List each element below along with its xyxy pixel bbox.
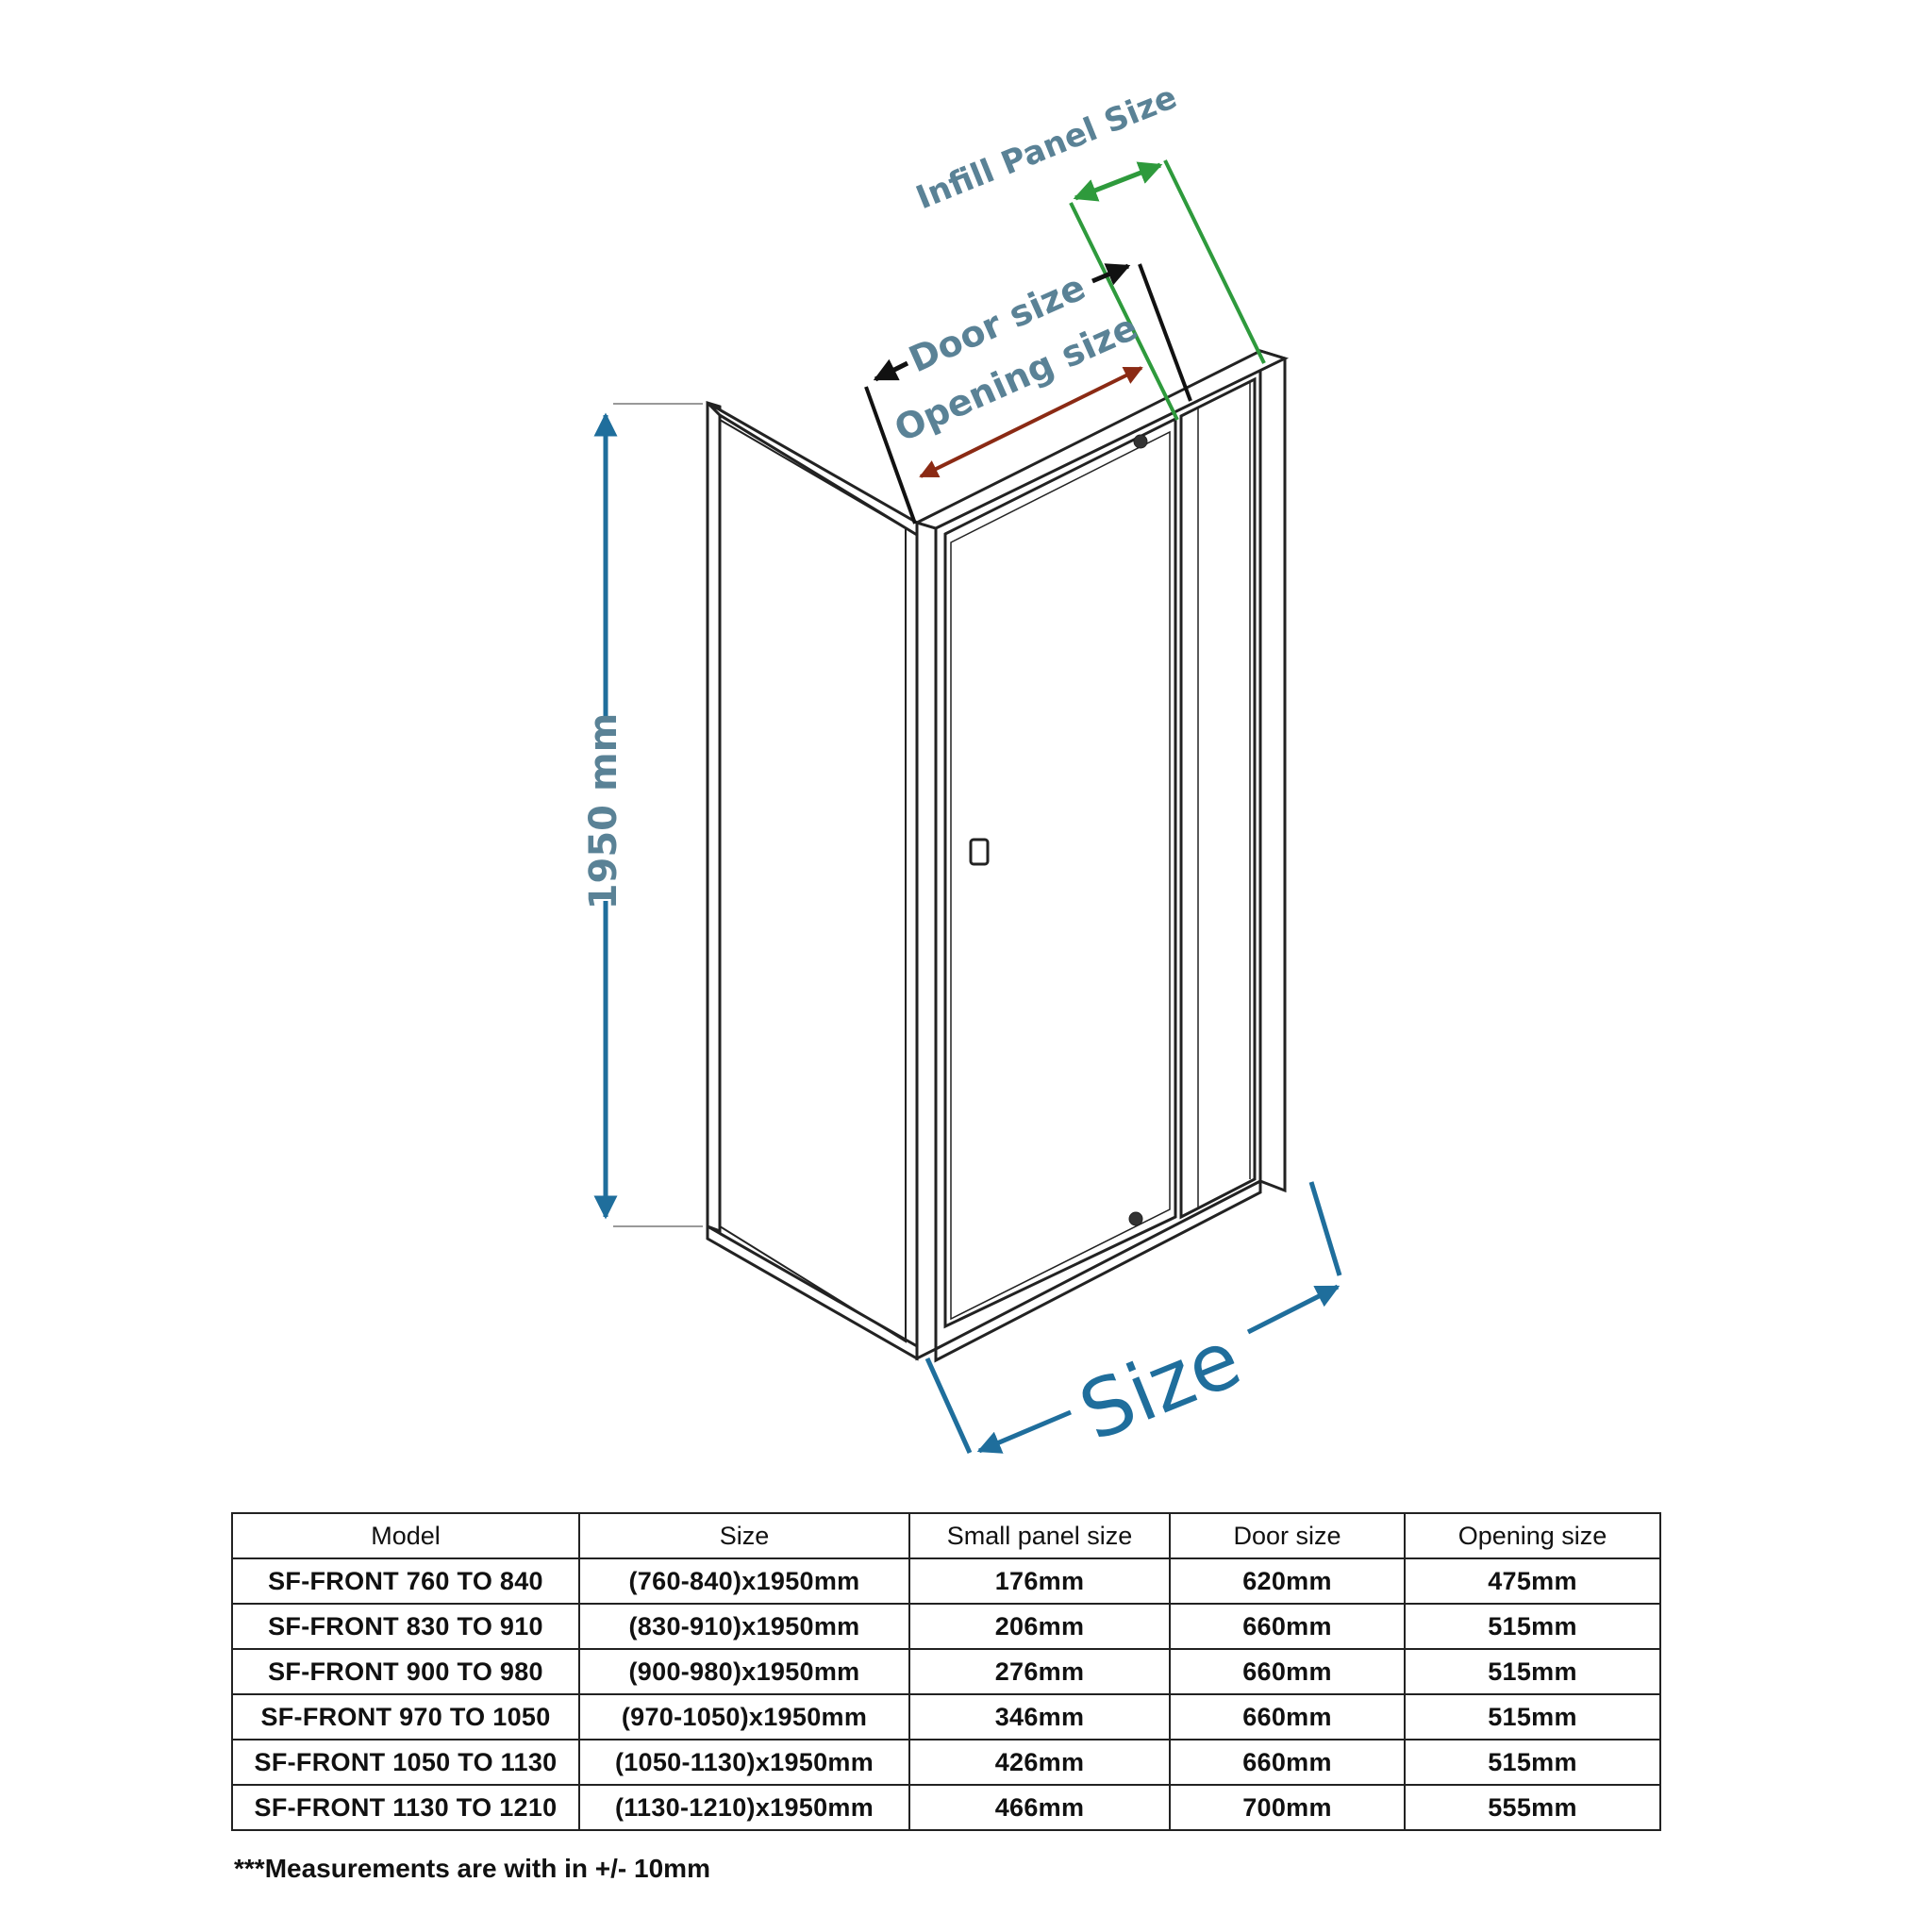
opening-size-cell: 515mm — [1404, 1648, 1661, 1695]
opening-size-cell: 515mm — [1404, 1693, 1661, 1740]
measurement-tolerance-note: ***Measurements are with in +/- 10mm — [234, 1854, 710, 1883]
door-size-cell: 660mm — [1169, 1603, 1406, 1650]
infill-panel — [1179, 376, 1257, 1220]
shower-enclosure-diagram: 1950 mm Size Infill Panel Size Door size… — [582, 78, 1342, 1458]
opening-size-cell: 555mm — [1404, 1784, 1661, 1831]
table-row: SF-FRONT 760 TO 840 (760-840)x1950mm 176… — [231, 1557, 1661, 1605]
table-row: SF-FRONT 830 TO 910 (830-910)x1950mm 206… — [231, 1603, 1661, 1650]
table-header-row: Model Size Small panel size Door size Op… — [231, 1512, 1661, 1559]
small-panel-cell: 346mm — [908, 1693, 1171, 1740]
height-label: 1950 mm — [582, 713, 625, 910]
side-panel — [706, 400, 919, 1361]
col-small-panel-header: Small panel size — [908, 1512, 1171, 1559]
door-size-cell: 620mm — [1169, 1557, 1406, 1605]
col-size-header: Size — [578, 1512, 910, 1559]
table-row: SF-FRONT 1130 TO 1210 (1130-1210)x1950mm… — [231, 1784, 1661, 1831]
hinge-bottom-icon — [1128, 1211, 1143, 1226]
small-panel-cell: 426mm — [908, 1739, 1171, 1786]
col-door-size-header: Door size — [1169, 1512, 1406, 1559]
opening-size-cell: 475mm — [1404, 1557, 1661, 1605]
col-model-header: Model — [231, 1512, 580, 1559]
door-size-cell: 660mm — [1169, 1648, 1406, 1695]
size-cell: (760-840)x1950mm — [578, 1557, 910, 1605]
model-cell: SF-FRONT 970 TO 1050 — [231, 1693, 580, 1740]
small-panel-cell: 176mm — [908, 1557, 1171, 1605]
door-size-cell: 660mm — [1169, 1693, 1406, 1740]
size-cell: (1130-1210)x1950mm — [578, 1784, 910, 1831]
small-panel-cell: 276mm — [908, 1648, 1171, 1695]
infill-panel-size-label: Infill Panel Size — [911, 78, 1182, 217]
model-cell: SF-FRONT 1050 TO 1130 — [231, 1739, 580, 1786]
opening-size-cell: 515mm — [1404, 1603, 1661, 1650]
door-size-cell: 660mm — [1169, 1739, 1406, 1786]
table-row: SF-FRONT 900 TO 980 (900-980)x1950mm 276… — [231, 1648, 1661, 1695]
size-cell: (830-910)x1950mm — [578, 1603, 910, 1650]
model-cell: SF-FRONT 830 TO 910 — [231, 1603, 580, 1650]
door-size-cell: 700mm — [1169, 1784, 1406, 1831]
size-cell: (1050-1130)x1950mm — [578, 1739, 910, 1786]
small-panel-cell: 466mm — [908, 1784, 1171, 1831]
spec-table: Model Size Small panel size Door size Op… — [231, 1512, 1661, 1831]
table-row: SF-FRONT 970 TO 1050 (970-1050)x1950mm 3… — [231, 1693, 1661, 1740]
size-cell: (900-980)x1950mm — [578, 1648, 910, 1695]
height-dimension: 1950 mm — [582, 403, 703, 1227]
size-label: Size — [1067, 1312, 1253, 1458]
model-cell: SF-FRONT 1130 TO 1210 — [231, 1784, 580, 1831]
small-panel-cell: 206mm — [908, 1603, 1171, 1650]
table-row: SF-FRONT 1050 TO 1130 (1050-1130)x1950mm… — [231, 1739, 1661, 1786]
size-cell: (970-1050)x1950mm — [578, 1693, 910, 1740]
col-opening-size-header: Opening size — [1404, 1512, 1661, 1559]
handle-icon — [969, 838, 990, 866]
door-panel — [943, 416, 1177, 1329]
hinge-top-icon — [1133, 434, 1148, 449]
model-cell: SF-FRONT 900 TO 980 — [231, 1648, 580, 1695]
model-cell: SF-FRONT 760 TO 840 — [231, 1557, 580, 1605]
opening-size-cell: 515mm — [1404, 1739, 1661, 1786]
